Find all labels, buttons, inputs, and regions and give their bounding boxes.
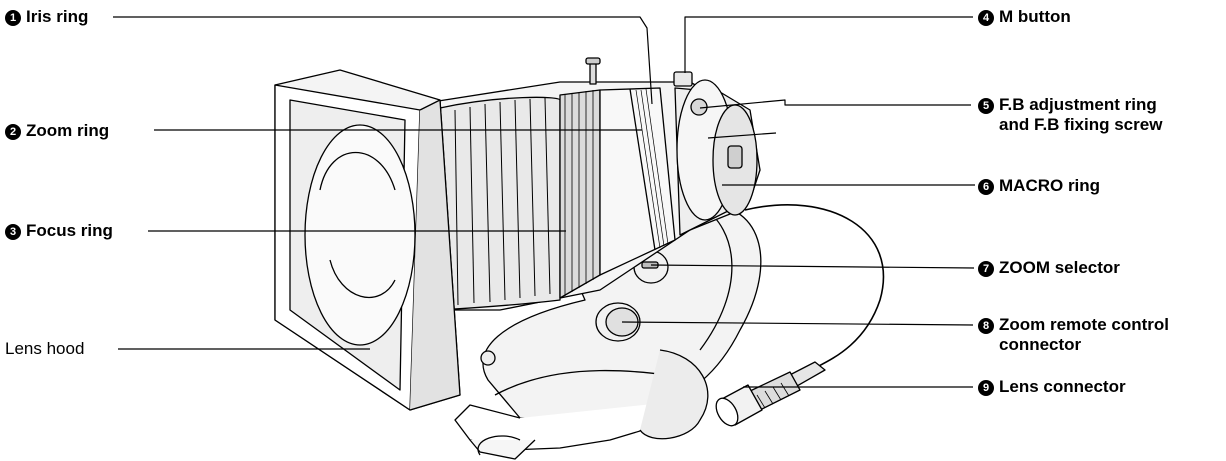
callout-fb-adjustment: 5 F.B adjustment ring and F.B fixing scre… bbox=[978, 95, 1162, 135]
callout-text: Focus ring bbox=[26, 221, 113, 240]
badge-9: 9 bbox=[978, 380, 994, 396]
callout-m-button: 4 M button bbox=[978, 7, 1071, 27]
badge-5: 5 bbox=[978, 98, 994, 114]
callout-zoom-remote: 8 Zoom remote control connector bbox=[978, 315, 1169, 355]
callout-text: F.B adjustment ring bbox=[999, 95, 1157, 114]
badge-8: 8 bbox=[978, 318, 994, 334]
badge-3: 3 bbox=[5, 224, 21, 240]
callout-text: Lens connector bbox=[999, 377, 1126, 396]
lens-cable bbox=[744, 204, 885, 369]
callout-iris-ring: 1 Iris ring bbox=[5, 7, 88, 27]
badge-1: 1 bbox=[5, 10, 21, 26]
callout-macro-ring: 6 MACRO ring bbox=[978, 176, 1100, 196]
callout-text: M button bbox=[999, 7, 1071, 26]
leader-lines bbox=[113, 16, 975, 388]
callout-focus-ring: 3 Focus ring bbox=[5, 221, 113, 241]
callout-lens-hood: Lens hood bbox=[5, 339, 84, 359]
leader-m-button bbox=[684, 16, 973, 73]
callout-zoom-selector: 7 ZOOM selector bbox=[978, 258, 1120, 278]
leader-remote bbox=[621, 321, 974, 326]
leader-iris bbox=[113, 16, 653, 105]
badge-2: 2 bbox=[5, 124, 21, 140]
callout-text-line2: connector bbox=[999, 335, 1082, 354]
callout-text: Lens hood bbox=[5, 339, 85, 358]
callout-text: Zoom remote control bbox=[999, 315, 1170, 334]
badge-6: 6 bbox=[978, 179, 994, 195]
callout-text: Iris ring bbox=[26, 7, 89, 26]
callout-text-line2: and F.B fixing screw bbox=[999, 115, 1163, 134]
leader-fb-screw bbox=[707, 132, 777, 139]
callout-lens-connector: 9 Lens connector bbox=[978, 377, 1126, 397]
bracket-screw bbox=[480, 350, 496, 366]
lens-connector-plug bbox=[715, 361, 826, 427]
leader-zoom-selector bbox=[650, 264, 975, 269]
callout-text: ZOOM selector bbox=[999, 258, 1120, 277]
lens-hood bbox=[274, 69, 461, 411]
badge-4: 4 bbox=[978, 10, 994, 26]
callout-text: MACRO ring bbox=[999, 176, 1101, 195]
badge-7: 7 bbox=[978, 261, 994, 277]
callout-zoom-ring: 2 Zoom ring bbox=[5, 121, 109, 141]
callout-text: Zoom ring bbox=[26, 121, 110, 140]
leader-fb-ring bbox=[699, 99, 971, 109]
lens-barrel bbox=[431, 57, 761, 311]
